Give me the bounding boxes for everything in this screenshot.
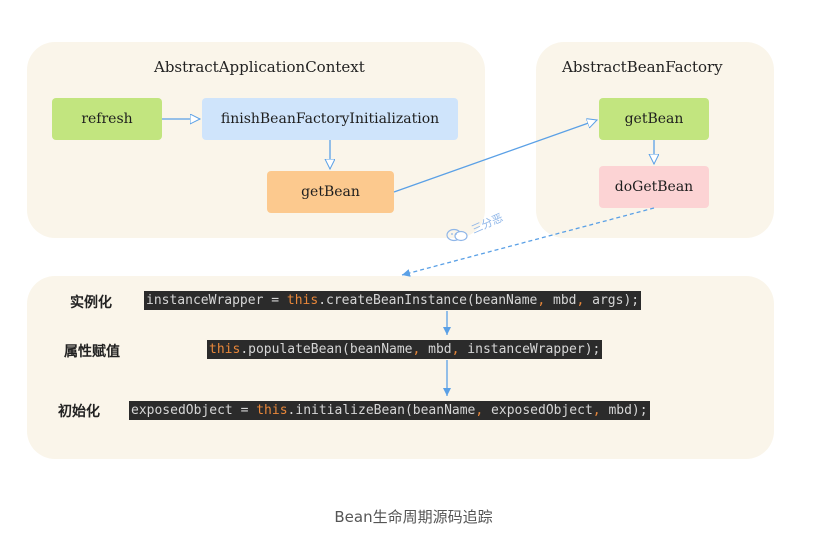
finish-node-label: finishBeanFactoryInitialization — [220, 111, 440, 127]
finish-bean-factory-initialization-node: finishBeanFactoryInitialization — [202, 98, 458, 140]
code-text: .createBeanInstance(beanName — [318, 293, 538, 308]
code-text: exposedObject — [483, 403, 593, 418]
code-separator: , — [412, 342, 421, 357]
code-separator: , — [537, 293, 546, 308]
code-separator: , — [576, 293, 585, 308]
code-line-population: this.populateBean(beanName, mbd, instanc… — [207, 340, 603, 359]
factory-getbean-node: getBean — [599, 98, 709, 140]
code-line-instantiation: instanceWrapper = this.createBeanInstanc… — [144, 291, 642, 310]
code-text: mbd — [420, 342, 452, 357]
code-separator: , — [451, 342, 460, 357]
code-text: instanceWrapper); — [459, 342, 601, 357]
stage-label-instantiation: 实例化 — [70, 295, 112, 311]
code-separator: , — [475, 403, 484, 418]
code-line-initialization: exposedObject = this.initializeBean(bean… — [129, 401, 650, 420]
code-text: .initializeBean(beanName — [287, 403, 476, 418]
stage-label-initialization: 初始化 — [58, 404, 100, 420]
wechat-icon — [446, 228, 468, 242]
code-separator: , — [592, 403, 601, 418]
context-getbean-node: getBean — [267, 171, 394, 213]
code-keyword: this — [286, 293, 319, 308]
code-text: .populateBean(beanName — [240, 342, 413, 357]
abstract-application-context-title: AbstractApplicationContext — [154, 58, 365, 76]
code-keyword: this — [209, 342, 241, 357]
code-text: instanceWrapper = — [146, 293, 287, 308]
code-text: mbd); — [600, 403, 648, 418]
abstract-bean-factory-title: AbstractBeanFactory — [562, 58, 723, 76]
dogetbean-node: doGetBean — [599, 166, 709, 208]
code-text: exposedObject = — [131, 403, 257, 418]
refresh-node-label: refresh — [81, 111, 133, 127]
code-keyword: this — [256, 403, 288, 418]
code-text: mbd — [545, 293, 577, 308]
code-text: args); — [584, 293, 640, 308]
context-getbean-label: getBean — [301, 184, 360, 200]
stage-label-population: 属性赋值 — [64, 344, 120, 360]
dogetbean-label: doGetBean — [614, 179, 694, 195]
figure-caption: Bean生命周期源码追踪 — [334, 508, 493, 526]
factory-getbean-label: getBean — [624, 111, 684, 127]
refresh-node: refresh — [52, 98, 162, 140]
